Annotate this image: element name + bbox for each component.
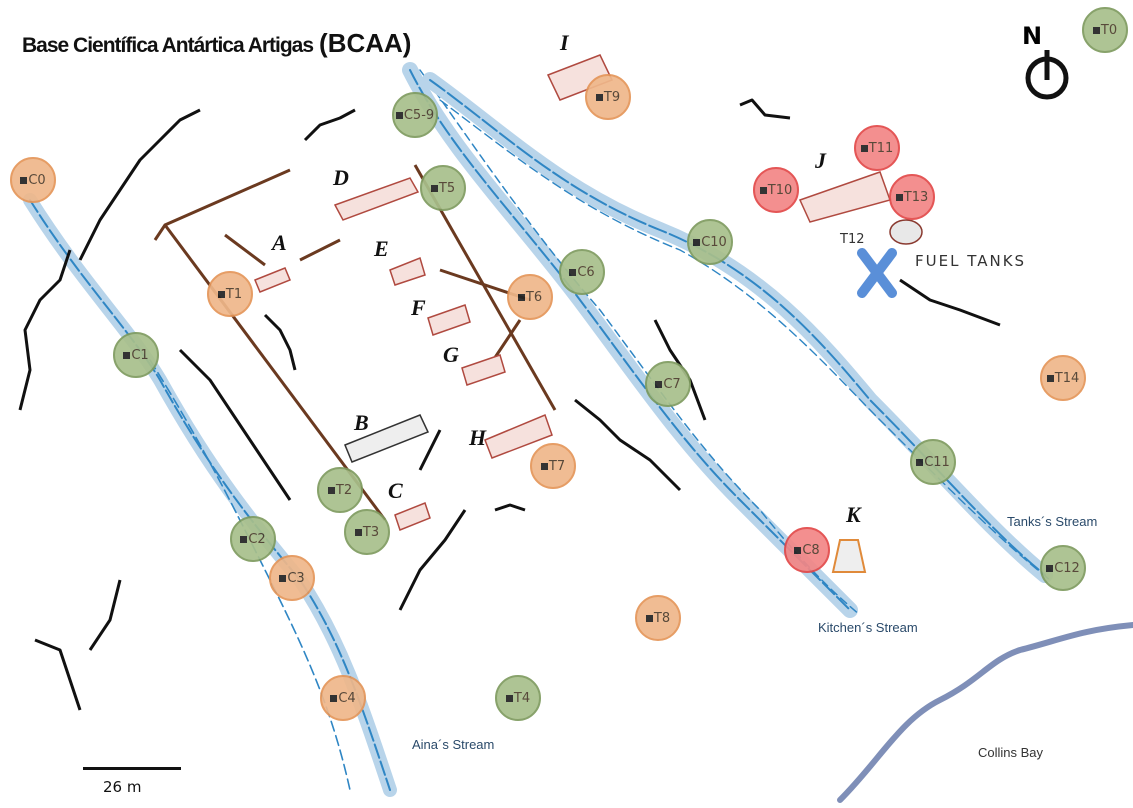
fuel-tank-shape xyxy=(889,219,923,245)
tanks-stream-label: Tanks´s Stream xyxy=(1007,514,1098,529)
building-label-e: E xyxy=(374,236,389,261)
site-marker[interactable]: C7 xyxy=(645,361,691,407)
building-e-shape xyxy=(389,256,426,286)
ridges xyxy=(18,98,1001,711)
stream-kitchen xyxy=(402,62,858,618)
site-marker[interactable]: C11 xyxy=(910,439,956,485)
site-marker[interactable]: T10 xyxy=(753,167,799,213)
building-label-b: B xyxy=(354,410,369,435)
fuel-tanks-label: FUEL TANKS xyxy=(915,252,1027,270)
site-marker[interactable]: C3 xyxy=(269,555,315,601)
site-marker[interactable]: C1 xyxy=(113,332,159,378)
collins-bay-label: Collins Bay xyxy=(978,745,1044,760)
building-k-shape xyxy=(831,539,867,573)
buildings xyxy=(254,54,923,573)
site-marker[interactable]: C2 xyxy=(230,516,276,562)
title-main: Base Científica Antártica Artigas xyxy=(22,34,314,57)
site-marker[interactable]: C5-9 xyxy=(392,92,438,138)
building-label-k: K xyxy=(846,502,861,527)
building-label-h: H xyxy=(469,425,487,450)
building-d-shape xyxy=(333,177,420,221)
site-marker[interactable]: C12 xyxy=(1040,545,1086,591)
building-h-shape xyxy=(484,414,553,459)
site-marker[interactable]: T1 xyxy=(207,271,253,317)
site-marker[interactable]: T3 xyxy=(344,509,390,555)
site-marker[interactable]: T5 xyxy=(420,165,466,211)
site-marker[interactable]: C10 xyxy=(687,219,733,265)
building-label-c: C xyxy=(388,478,403,503)
scale-bar-label: 26 m xyxy=(103,778,142,796)
kitchen-stream-label: Kitchen´s Stream xyxy=(818,620,918,635)
site-label-t12[interactable]: T12 xyxy=(840,232,865,247)
building-g-shape xyxy=(461,354,506,386)
collins-bay-shore xyxy=(837,622,1133,803)
building-a-shape xyxy=(254,267,291,293)
site-marker[interactable]: C8 xyxy=(784,527,830,573)
north-arrow-icon xyxy=(1025,50,1069,100)
site-marker[interactable]: T4 xyxy=(495,675,541,721)
aina-stream-label: Aina´s Stream xyxy=(412,737,495,752)
site-marker[interactable]: C6 xyxy=(559,249,605,295)
map-title: Base Científica Antártica Artigas(BCAA) xyxy=(22,28,411,59)
site-marker[interactable]: T9 xyxy=(585,74,631,120)
building-label-g: G xyxy=(443,342,459,367)
building-label-j: J xyxy=(815,148,826,173)
site-marker[interactable]: T6 xyxy=(507,274,553,320)
site-marker[interactable]: T0 xyxy=(1082,7,1128,53)
site-marker[interactable]: T8 xyxy=(635,595,681,641)
building-label-d: D xyxy=(333,165,349,190)
site-marker[interactable]: T2 xyxy=(317,467,363,513)
title-abbr: (BCAA) xyxy=(319,28,412,58)
site-marker[interactable]: T13 xyxy=(889,174,935,220)
site-marker[interactable]: T11 xyxy=(854,125,900,171)
building-c-shape xyxy=(394,502,431,531)
site-marker[interactable]: T7 xyxy=(530,443,576,489)
north-label: N xyxy=(1022,22,1043,50)
building-label-i: I xyxy=(560,30,569,55)
streams xyxy=(23,62,1133,803)
fuel-tanks-x-icon xyxy=(857,248,897,298)
building-label-a: A xyxy=(272,230,287,255)
building-label-f: F xyxy=(411,295,426,320)
site-marker[interactable]: C4 xyxy=(320,675,366,721)
site-marker[interactable]: C0 xyxy=(10,157,56,203)
building-j-shape xyxy=(798,171,891,223)
scale-bar xyxy=(83,767,181,770)
building-b-shape xyxy=(344,414,430,463)
building-f-shape xyxy=(427,304,471,336)
site-marker[interactable]: T14 xyxy=(1040,355,1086,401)
